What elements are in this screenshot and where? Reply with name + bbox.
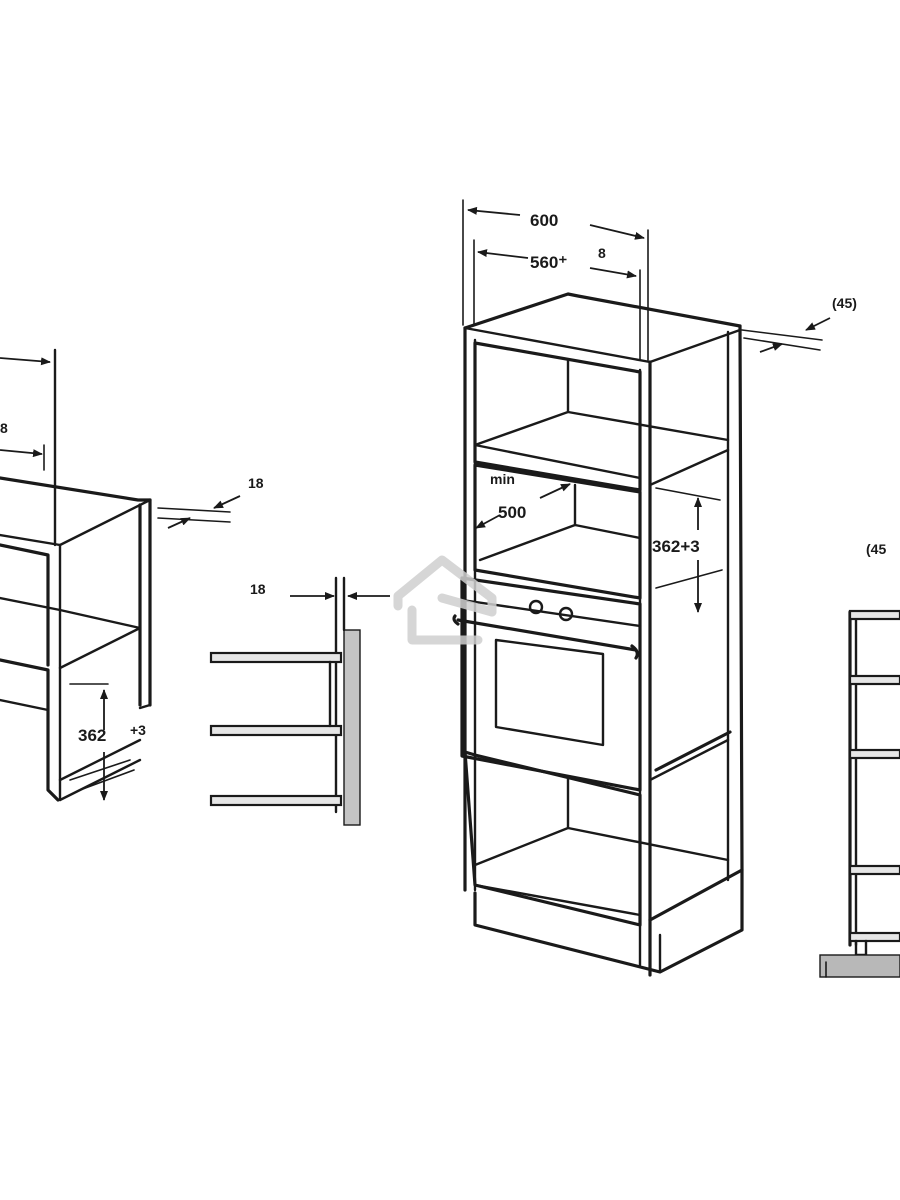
oven-knob-right xyxy=(558,606,574,622)
min-label: min xyxy=(490,471,515,487)
gap-label: 8 xyxy=(598,245,606,261)
inner-width-label: 560⁺ xyxy=(530,253,567,272)
wall-section xyxy=(343,629,361,826)
oven-knob-left xyxy=(528,599,544,615)
left-side-18-label: 18 xyxy=(248,475,264,491)
tall-cabinet-dimensions: 600 560⁺ 8 (45) min 500 362+3 xyxy=(467,206,857,613)
left-width-cut-label: 8 xyxy=(0,420,8,436)
oven xyxy=(452,576,732,792)
depth-45-label: (45) xyxy=(832,295,857,311)
left-cabinet xyxy=(0,348,152,802)
left-tolerance-label: +3 xyxy=(130,722,146,738)
right-cabinet: (45 xyxy=(819,541,900,978)
left-dimensions: 8 18 362 +3 xyxy=(0,357,264,801)
left-height-label: 362 xyxy=(78,726,106,745)
detail-18-label: 18 xyxy=(250,581,266,597)
height-362-label: 362+3 xyxy=(652,537,700,556)
top-width-label: 600 xyxy=(530,211,558,230)
depth-500-label: 500 xyxy=(498,503,526,522)
shelf-detail: 18 xyxy=(209,576,390,826)
watermark-logo xyxy=(393,555,497,645)
right-cut-label: (45 xyxy=(866,541,886,557)
